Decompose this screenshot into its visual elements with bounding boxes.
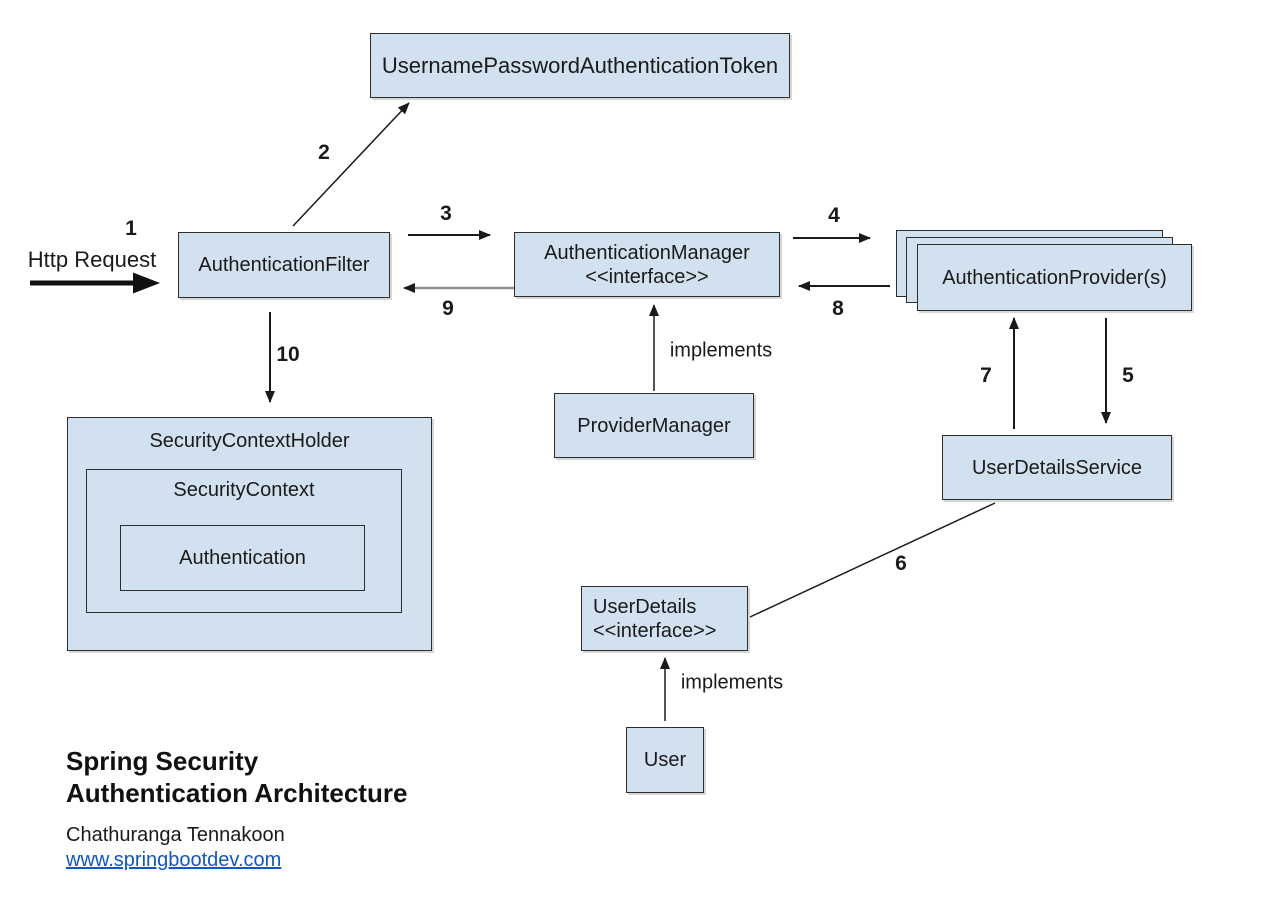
arrow-step-1: [30, 272, 160, 294]
step-label-7: 7: [980, 364, 992, 387]
box-security-context: SecurityContext: [86, 469, 402, 613]
box-stereotype: <<interface>>: [585, 265, 709, 288]
box-label: AuthenticationManager: [544, 241, 750, 264]
step-label-10: 10: [276, 343, 300, 366]
box-user-details: UserDetails <<interface>>: [581, 586, 748, 651]
box-authentication-manager: AuthenticationManager <<interface>>: [514, 232, 780, 297]
website-link[interactable]: www.springbootdev.com: [66, 849, 282, 871]
box-label: UserDetails: [593, 595, 697, 618]
step-label-1: 1: [125, 217, 137, 240]
box-label: UsernamePasswordAuthenticationToken: [381, 52, 779, 78]
box-label: UserDetailsService: [971, 456, 1143, 479]
box-username-password-authentication-token: UsernamePasswordAuthenticationToken: [370, 33, 790, 98]
box-label: Authentication: [179, 547, 306, 569]
box-user-details-service: UserDetailsService: [942, 435, 1172, 500]
box-label: SecurityContextHolder: [149, 430, 350, 452]
arrow-step-2: [292, 102, 410, 227]
step-label-3: 3: [440, 202, 452, 225]
box-label: ProviderManager: [577, 414, 731, 437]
implements-label-top: implements: [669, 339, 773, 362]
box-label: AuthenticationFilter: [198, 254, 370, 276]
diagram-title-line2: Authentication Architecture: [66, 778, 408, 808]
step-label-9: 9: [442, 297, 454, 320]
step-label-2: 2: [318, 141, 330, 164]
box-label: AuthenticationProvider(s): [942, 266, 1167, 289]
box-authentication: Authentication: [120, 525, 365, 591]
diagram-title-line1: Spring Security: [66, 746, 259, 776]
box-label: User: [643, 749, 687, 771]
step-label-5: 5: [1122, 364, 1134, 387]
box-authentication-providers: AuthenticationProvider(s): [917, 244, 1192, 311]
step-label-6: 6: [895, 552, 907, 575]
step-label-4: 4: [828, 204, 840, 227]
box-authentication-filter: AuthenticationFilter: [178, 232, 390, 298]
box-stereotype: <<interface>>: [593, 619, 717, 642]
author-name: Chathuranga Tennakoon: [66, 824, 285, 846]
box-user: User: [626, 727, 704, 793]
box-provider-manager: ProviderManager: [554, 393, 754, 458]
implements-label-bottom: implements: [680, 671, 784, 694]
caption-block: Spring Security Authentication Architect…: [66, 745, 407, 873]
diagram-title: Spring Security Authentication Architect…: [66, 745, 407, 809]
step-label-8: 8: [832, 297, 844, 320]
connector-step-6: [749, 502, 996, 618]
box-label: SecurityContext: [173, 479, 315, 501]
http-request-label: Http Request: [27, 247, 157, 272]
